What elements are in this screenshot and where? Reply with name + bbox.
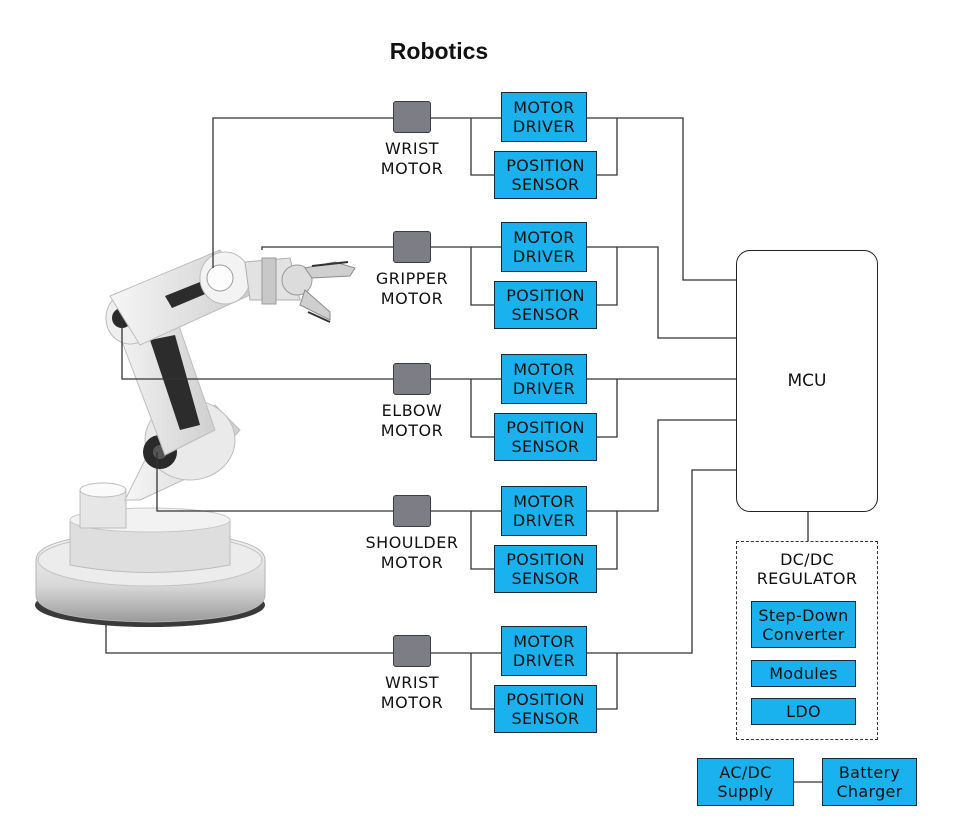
motor-driver-block: MOTOR DRIVER bbox=[501, 626, 587, 676]
driver-line2: DRIVER bbox=[512, 511, 576, 530]
motor-label-line1: SHOULDER bbox=[365, 533, 459, 552]
sensor-line2: SENSOR bbox=[511, 437, 580, 456]
shoulder-motor-icon bbox=[393, 495, 431, 527]
sensor-line2: SENSOR bbox=[511, 305, 580, 324]
wire-group-2 bbox=[431, 246, 736, 339]
motor-driver-block: MOTOR DRIVER bbox=[501, 354, 587, 404]
wire-group-3 bbox=[431, 378, 736, 438]
motor-label-line2: MOTOR bbox=[380, 289, 444, 308]
step-down-converter-block: Step-Down Converter bbox=[751, 601, 856, 648]
wire-gripper-feed bbox=[261, 246, 393, 250]
wire-group-1 bbox=[431, 117, 736, 281]
motor-label: SHOULDER MOTOR bbox=[352, 533, 472, 573]
sensor-line2: SENSOR bbox=[511, 175, 580, 194]
regulator-title-line2: REGULATOR bbox=[756, 569, 858, 588]
driver-line1: MOTOR bbox=[513, 492, 575, 511]
supply-line2: Supply bbox=[717, 782, 774, 801]
sensor-line1: POSITION bbox=[506, 286, 585, 305]
mcu-label: MCU bbox=[787, 371, 827, 391]
motor-driver-block: MOTOR DRIVER bbox=[501, 222, 587, 272]
motor-label-line1: GRIPPER bbox=[375, 269, 449, 288]
motor-label: GRIPPER MOTOR bbox=[352, 269, 472, 309]
sensor-line1: POSITION bbox=[506, 690, 585, 709]
charger-line2: Charger bbox=[836, 782, 903, 801]
wire-elbow-feed bbox=[121, 318, 393, 380]
motor-label-line1: WRIST bbox=[384, 673, 440, 692]
page-title: Robotics bbox=[389, 38, 489, 64]
sensor-line1: POSITION bbox=[506, 418, 585, 437]
motor-label-line2: MOTOR bbox=[380, 159, 444, 178]
driver-line2: DRIVER bbox=[512, 117, 576, 136]
driver-line1: MOTOR bbox=[513, 632, 575, 651]
dc-dc-regulator-group bbox=[736, 541, 878, 740]
modules-label: Modules bbox=[769, 664, 838, 683]
sensor-line1: POSITION bbox=[506, 550, 585, 569]
position-sensor-block: POSITION SENSOR bbox=[494, 151, 597, 199]
driver-line1: MOTOR bbox=[513, 360, 575, 379]
motor-label-line2: MOTOR bbox=[380, 421, 444, 440]
motor-label-line2: MOTOR bbox=[380, 693, 444, 712]
battery-charger-block: Battery Charger bbox=[822, 758, 917, 806]
modules-block: Modules bbox=[751, 660, 856, 687]
ldo-block: LDO bbox=[751, 698, 856, 725]
motor-label-line2: MOTOR bbox=[380, 553, 444, 572]
wrist-motor-top-icon bbox=[393, 101, 431, 133]
motor-label: ELBOW MOTOR bbox=[352, 401, 472, 441]
motor-driver-block: MOTOR DRIVER bbox=[501, 92, 587, 142]
wiring bbox=[105, 117, 822, 783]
charger-line1: Battery bbox=[838, 763, 901, 782]
supply-line1: AC/DC bbox=[719, 763, 772, 782]
sensor-line1: POSITION bbox=[506, 156, 585, 175]
driver-line1: MOTOR bbox=[513, 228, 575, 247]
motor-label: WRIST MOTOR bbox=[352, 673, 472, 713]
driver-line2: DRIVER bbox=[512, 379, 576, 398]
position-sensor-block: POSITION SENSOR bbox=[494, 413, 597, 461]
wire-shoulder-feed bbox=[156, 452, 393, 512]
motor-label-line1: WRIST bbox=[384, 139, 440, 158]
gripper-motor-icon bbox=[393, 231, 431, 263]
ldo-label: LDO bbox=[786, 702, 821, 721]
regulator-title-line1: DC/DC bbox=[780, 550, 834, 569]
elbow-motor-icon bbox=[393, 363, 431, 395]
step-down-line1: Step-Down bbox=[758, 605, 849, 625]
wire-group-5 bbox=[431, 469, 736, 710]
wire-wrist-bottom-feed bbox=[105, 625, 393, 654]
driver-line2: DRIVER bbox=[512, 247, 576, 266]
motor-label-line1: ELBOW bbox=[381, 401, 443, 420]
wrist-motor-bottom-icon bbox=[393, 635, 431, 667]
ac-dc-supply-block: AC/DC Supply bbox=[697, 758, 794, 806]
motor-driver-block: MOTOR DRIVER bbox=[501, 486, 587, 536]
driver-line1: MOTOR bbox=[513, 98, 575, 117]
step-down-line2: Converter bbox=[762, 624, 845, 644]
wire-wrist-top-feed bbox=[212, 117, 393, 268]
robot-arm-illustration bbox=[35, 249, 356, 627]
position-sensor-block: POSITION SENSOR bbox=[494, 281, 597, 329]
regulator-title: DC/DC REGULATOR bbox=[736, 550, 878, 588]
driver-line2: DRIVER bbox=[512, 651, 576, 670]
position-sensor-block: POSITION SENSOR bbox=[494, 545, 597, 593]
position-sensor-block: POSITION SENSOR bbox=[494, 685, 597, 733]
wire-group-4 bbox=[431, 419, 736, 570]
sensor-line2: SENSOR bbox=[511, 569, 580, 588]
sensor-line2: SENSOR bbox=[511, 709, 580, 728]
mcu-block: MCU bbox=[736, 250, 878, 512]
motor-label: WRIST MOTOR bbox=[352, 139, 472, 179]
